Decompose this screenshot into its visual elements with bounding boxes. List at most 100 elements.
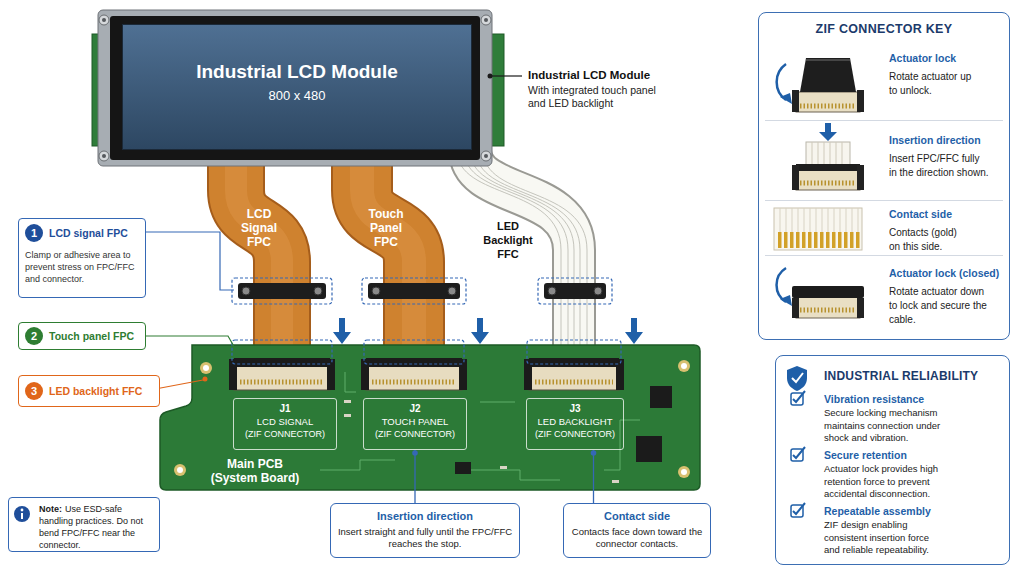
cable-clamp bbox=[314, 287, 322, 295]
part-description: With integrated touch panel and LED back… bbox=[528, 84, 656, 110]
info-icon bbox=[21, 509, 24, 512]
zif-insert-icon bbox=[792, 123, 864, 190]
connector-type: (ZIF CONNECTOR) bbox=[236, 428, 334, 441]
zif-connector bbox=[240, 380, 324, 385]
info-icon bbox=[14, 506, 30, 522]
lcd-module-frame bbox=[481, 15, 491, 25]
reliability-row: Repeatable assemblyZIF design enabling c… bbox=[776, 500, 1008, 556]
feature-heading: Vibration resistance bbox=[824, 392, 1008, 406]
reliability-panel: INDUSTRIAL RELIABILITY Vibration resistan… bbox=[775, 355, 1010, 565]
zif-closed-icon bbox=[780, 295, 792, 306]
leader-line bbox=[203, 377, 208, 382]
checkbox-icon bbox=[793, 503, 805, 514]
zif-insert-icon bbox=[792, 165, 799, 190]
cable-clamp bbox=[594, 287, 602, 295]
callout-number: 2 bbox=[25, 327, 43, 345]
cable-clamp bbox=[372, 287, 380, 295]
touch-fpc-cable bbox=[362, 150, 414, 362]
backlight-ffc-cable bbox=[470, 150, 574, 362]
main-pcb-board bbox=[650, 386, 672, 408]
connector-ref: J3 bbox=[529, 402, 621, 415]
feature-heading: Secure retention bbox=[824, 448, 1008, 462]
zif-closed-icon bbox=[796, 296, 860, 318]
cable-label: LCD Signal FPC bbox=[241, 207, 277, 249]
cable-clamp bbox=[238, 283, 326, 299]
key-text: Insert FPC/FFC fully in the direction sh… bbox=[889, 152, 989, 180]
screen-title: Industrial LCD Module bbox=[196, 61, 398, 83]
zif-insert-icon bbox=[857, 165, 864, 190]
leader-line bbox=[490, 75, 522, 76]
backlight-ffc-cable bbox=[457, 150, 587, 362]
leader-line bbox=[593, 450, 594, 503]
cable-clamp bbox=[548, 287, 556, 295]
junction-frame bbox=[232, 340, 621, 364]
label-anchor: LCD Signal FPC bbox=[241, 207, 277, 249]
lcd-module-frame bbox=[484, 18, 488, 22]
connector-label: J2TOUCH PANEL(ZIF CONNECTOR) bbox=[363, 398, 467, 450]
backlight-ffc-cable bbox=[470, 150, 574, 362]
info-icon bbox=[14, 506, 30, 522]
connector-function: LED BACKLIGHT bbox=[529, 415, 621, 428]
insertion-arrow bbox=[625, 318, 643, 344]
backlight-ffc-cable bbox=[483, 150, 587, 362]
feature-text: Secure locking mechanism maintains conne… bbox=[824, 407, 952, 445]
lcd-fpc-cable bbox=[236, 150, 282, 362]
zif-open-icon bbox=[777, 64, 786, 100]
zif-connector bbox=[229, 358, 624, 390]
shield-icon bbox=[787, 366, 807, 391]
zif-open-icon bbox=[792, 90, 799, 112]
contact-strip-icon bbox=[778, 232, 860, 248]
key-heading: Contact side bbox=[889, 207, 1003, 221]
zif-connector bbox=[366, 358, 462, 367]
callout-number: 3 bbox=[31, 386, 37, 397]
lcd-fpc-cable bbox=[236, 150, 282, 362]
panel-title: ZIF CONNECTOR KEY bbox=[759, 22, 1009, 37]
checkbox-icon bbox=[793, 391, 805, 402]
cable-clamp bbox=[544, 283, 606, 299]
main-pcb-board bbox=[500, 466, 507, 469]
lcd-module-frame bbox=[99, 151, 109, 161]
junction-frame bbox=[364, 340, 464, 364]
zif-insert-icon bbox=[796, 168, 860, 190]
main-pcb-board bbox=[678, 360, 690, 372]
zif-connector bbox=[535, 380, 613, 385]
label-anchor: Industrial LCD Module bbox=[528, 68, 650, 82]
callout-box: LCD signal FPCClamp or adhesive area to … bbox=[18, 218, 146, 298]
zif-open-icon bbox=[857, 90, 864, 112]
zif-open-icon bbox=[806, 59, 850, 61]
main-pcb-board bbox=[612, 480, 619, 483]
callout-box: Contact sideContacts face down toward th… bbox=[563, 503, 711, 558]
zif-open-icon bbox=[800, 104, 856, 109]
key-heading: Insertion direction bbox=[889, 133, 1003, 147]
zif-open-icon bbox=[777, 58, 864, 112]
note-box: Note:Use ESD-safe handling practices. Do… bbox=[8, 497, 160, 552]
callout-text: Insert straight and fully until the FPC/… bbox=[336, 526, 514, 550]
insertion-arrow bbox=[333, 318, 351, 344]
lcd-module-frame bbox=[110, 16, 480, 160]
cable-label: Touch Panel FPC bbox=[368, 207, 403, 249]
cable-clamp bbox=[448, 287, 456, 295]
key-row: Insertion directionInsert FPC/FFC fully … bbox=[765, 120, 1003, 200]
connector-type: (ZIF CONNECTOR) bbox=[529, 428, 621, 441]
part-title: Industrial LCD Module bbox=[528, 68, 650, 82]
backlight-ffc-cable bbox=[457, 150, 561, 362]
connector-function: TOUCH PANEL bbox=[366, 415, 464, 428]
info-icon bbox=[21, 513, 23, 519]
leader-line bbox=[414, 450, 415, 503]
lcd-screen: Industrial LCD Module800 x 480 bbox=[122, 24, 472, 150]
lcd-fpc-cable bbox=[236, 150, 282, 362]
leader-dot bbox=[412, 450, 418, 456]
note-lead: Note: bbox=[39, 504, 62, 514]
contact-strip-icon bbox=[774, 208, 862, 250]
key-heading: Actuator lock (closed) bbox=[889, 266, 1003, 280]
contact-strip-icon bbox=[780, 208, 858, 232]
callout-number: 1 bbox=[31, 228, 37, 239]
zif-insert-icon bbox=[800, 181, 856, 186]
panel-title: INDUSTRIAL RELIABILITY bbox=[824, 369, 1009, 384]
key-panel: ZIF CONNECTOR KEYActuator lockRotate act… bbox=[758, 12, 1010, 340]
highlight-frame bbox=[362, 278, 466, 304]
cable-label: LED Backlight FFC bbox=[483, 219, 533, 261]
lcd-module-frame bbox=[98, 10, 492, 166]
backlight-ffc-cable bbox=[476, 150, 580, 362]
zif-insert-icon bbox=[819, 123, 837, 141]
